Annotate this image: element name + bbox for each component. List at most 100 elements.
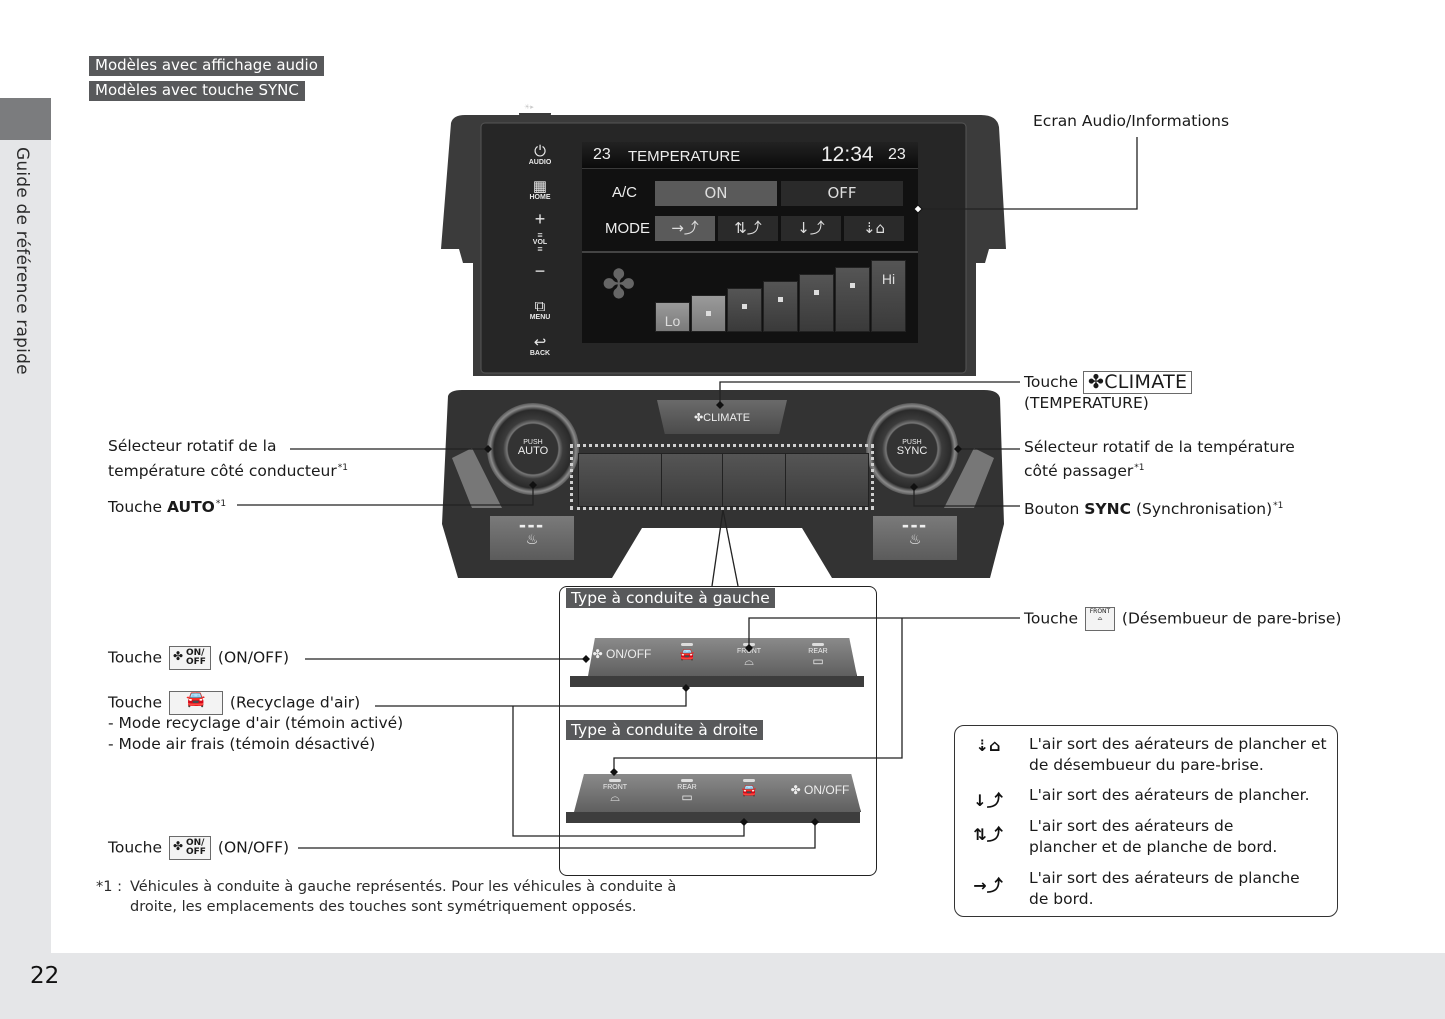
passenger-seat-heater-button[interactable]: ▬▬▬♨	[872, 515, 958, 561]
auto-button[interactable]: AUTO	[517, 445, 549, 457]
volume-label: ≡VOL ≡	[525, 231, 555, 254]
label-sync-button: Bouton SYNC (Synchronisation)*1	[1024, 500, 1284, 518]
climate-screen: 23 TEMPERATURE 12:34 23 A/C ON OFF MODE …	[582, 142, 918, 343]
home-grid-icon: ▦	[532, 178, 548, 195]
fan-speed-segment[interactable]	[799, 274, 834, 332]
label-onoff-lhd: Touche ✤ON/OFF (ON/OFF)	[108, 646, 289, 670]
screen-divider	[582, 251, 918, 253]
label-climate-button: Touche ✤CLIMATE	[1024, 371, 1193, 394]
screen-status-bar	[582, 142, 918, 169]
label-auto-button: Touche AUTO*1	[108, 498, 227, 516]
rear-defrost-icon: ▭	[681, 790, 693, 804]
back-arrow-icon: ↩	[533, 334, 547, 351]
rhd-button-strip: FRONT⌓ REAR▭ 🚘 ✤ ON/OFF	[566, 774, 861, 824]
passenger-temp-knob[interactable]: PUSH SYNC	[866, 403, 958, 495]
label-onoff-rhd: Touche ✤ON/OFF (ON/OFF)	[108, 836, 289, 860]
side-strip	[0, 98, 51, 1019]
mode-dash-floor-button[interactable]: ⇅⤴	[718, 216, 778, 241]
label-recirc-mode-off: - Mode air frais (témoin désactivé)	[108, 735, 376, 753]
label-driver-knob-1: Sélecteur rotatif de la	[108, 437, 277, 455]
driver-seat-heater-button[interactable]: ▬▬▬♨	[489, 515, 575, 561]
sync-button[interactable]: SYNC	[896, 445, 928, 457]
ac-on-button[interactable]: ON	[655, 181, 777, 206]
fan-speed-segment[interactable]	[691, 295, 726, 332]
brightness-icon[interactable]: ☀▸	[524, 103, 534, 111]
panel-button-1[interactable]	[578, 453, 662, 507]
lhd-recirculation-button[interactable]: 🚘	[656, 638, 719, 676]
clock: 12:34	[821, 143, 874, 166]
dash-vent-icon: →⤴	[973, 876, 1003, 895]
mode-dash-button[interactable]: →⤴	[655, 216, 715, 241]
label-audio-info-screen: Ecran Audio/Informations	[1033, 112, 1230, 130]
dash-floor-vent-icon: ⇅⤴	[973, 825, 1003, 844]
front-defrost-icon: ⌓	[744, 654, 754, 668]
rhd-front-defrost-button[interactable]: FRONT⌓	[574, 774, 657, 812]
fan-speed-segment[interactable]: Hi	[871, 260, 906, 332]
panel-button-2[interactable]	[661, 453, 723, 507]
dash-floor-vent-icon: ⇅⤴	[734, 219, 762, 237]
floor-vent-icon: ↓⤴	[797, 219, 825, 237]
volume-down-key[interactable]: −	[525, 261, 555, 281]
legend-text: L'air sort des aérateurs de plancher.	[1029, 786, 1310, 804]
floor-defrost-vent-icon: ⇣⌂	[975, 736, 1001, 755]
home-key[interactable]: ▦HOME	[525, 178, 555, 201]
section-tab-marker	[0, 98, 51, 140]
driver-temp-knob[interactable]: PUSH AUTO	[487, 403, 579, 495]
fan-icon: ✤	[602, 262, 636, 308]
front-defrost-icon: ⌓	[610, 790, 620, 804]
menu-icon: ⧉	[534, 298, 546, 315]
page-footer	[0, 953, 1445, 1019]
rhd-rear-defrost-button[interactable]: REAR▭	[656, 774, 719, 812]
label-front-defrost: Touche FRONT⌓ (Désembueur de pare-brise)	[1024, 607, 1341, 631]
fan-icon: ✤	[172, 839, 184, 853]
back-key[interactable]: ↩BACK	[525, 334, 555, 357]
rhd-recirculation-button[interactable]: 🚘	[718, 774, 781, 812]
fan-icon: ✤	[693, 412, 704, 424]
lhd-onoff-button[interactable]: ✤ ON/OFF	[588, 638, 657, 676]
model-tag-audio-display: Modèles avec affichage audio	[89, 56, 324, 76]
onoff-key-icon: ✤ON/OFF	[168, 836, 211, 860]
ac-label: A/C	[612, 184, 638, 201]
seat-heater-icon: ♨	[525, 532, 539, 548]
mode-floor-defrost-button[interactable]: ⇣⌂	[844, 216, 904, 241]
front-defrost-icon: FRONT⌓	[1084, 607, 1115, 631]
mode-floor-button[interactable]: ↓⤴	[781, 216, 841, 241]
mode-label: MODE	[605, 220, 650, 237]
fan-speed-segment[interactable]: Lo	[655, 302, 690, 332]
section-title: Guide de référence rapide	[12, 147, 32, 375]
volume-up-key[interactable]: +	[525, 209, 555, 229]
rhd-title: Type à conduite à droite	[566, 720, 763, 740]
label-passenger-knob-1: Sélecteur rotatif de la température	[1024, 438, 1295, 456]
page-number: 22	[30, 963, 60, 989]
panel-button-3[interactable]	[722, 453, 786, 507]
rhd-onoff-button[interactable]: ✤ ON/OFF	[780, 774, 861, 812]
label-driver-knob-2: température côté conducteur*1	[108, 462, 348, 480]
temp-left: 23	[593, 146, 611, 163]
floor-defrost-vent-icon: ⇣⌂	[862, 219, 886, 237]
menu-key[interactable]: ⧉MENU	[525, 298, 555, 321]
lhd-title: Type à conduite à gauche	[566, 588, 775, 608]
fan-speed-segment[interactable]	[727, 288, 762, 332]
lhd-button-strip: ✤ ON/OFF 🚘 FRONT⌓ REAR▭	[570, 638, 864, 688]
climate-button[interactable]: ✤CLIMATE	[657, 400, 787, 434]
panel-button-4[interactable]	[785, 453, 869, 507]
climate-key-icon: ✤CLIMATE	[1082, 371, 1193, 394]
ac-off-button[interactable]: OFF	[781, 181, 903, 206]
fan-icon: ✤	[172, 649, 184, 663]
plus-icon: +	[534, 209, 546, 229]
fan-speed-segment[interactable]	[763, 281, 798, 332]
model-tag-sync-button: Modèles avec touche SYNC	[89, 81, 305, 101]
screen-title: TEMPERATURE	[628, 148, 741, 165]
audio-power-key[interactable]: ⏻AUDIO	[525, 143, 555, 166]
fan-icon: ✤ ON/OFF	[790, 783, 850, 797]
power-icon: ⏻	[534, 143, 546, 160]
lhd-front-defrost-button[interactable]: FRONT⌓	[718, 638, 781, 676]
fan-speed-segment[interactable]	[835, 267, 870, 332]
footnote: *1 :Véhicules à conduite à gauche représ…	[96, 879, 677, 915]
recirculation-icon: 🚘	[679, 647, 695, 661]
minus-icon: −	[534, 261, 546, 281]
lhd-rear-defrost-button[interactable]: REAR▭	[780, 638, 857, 676]
